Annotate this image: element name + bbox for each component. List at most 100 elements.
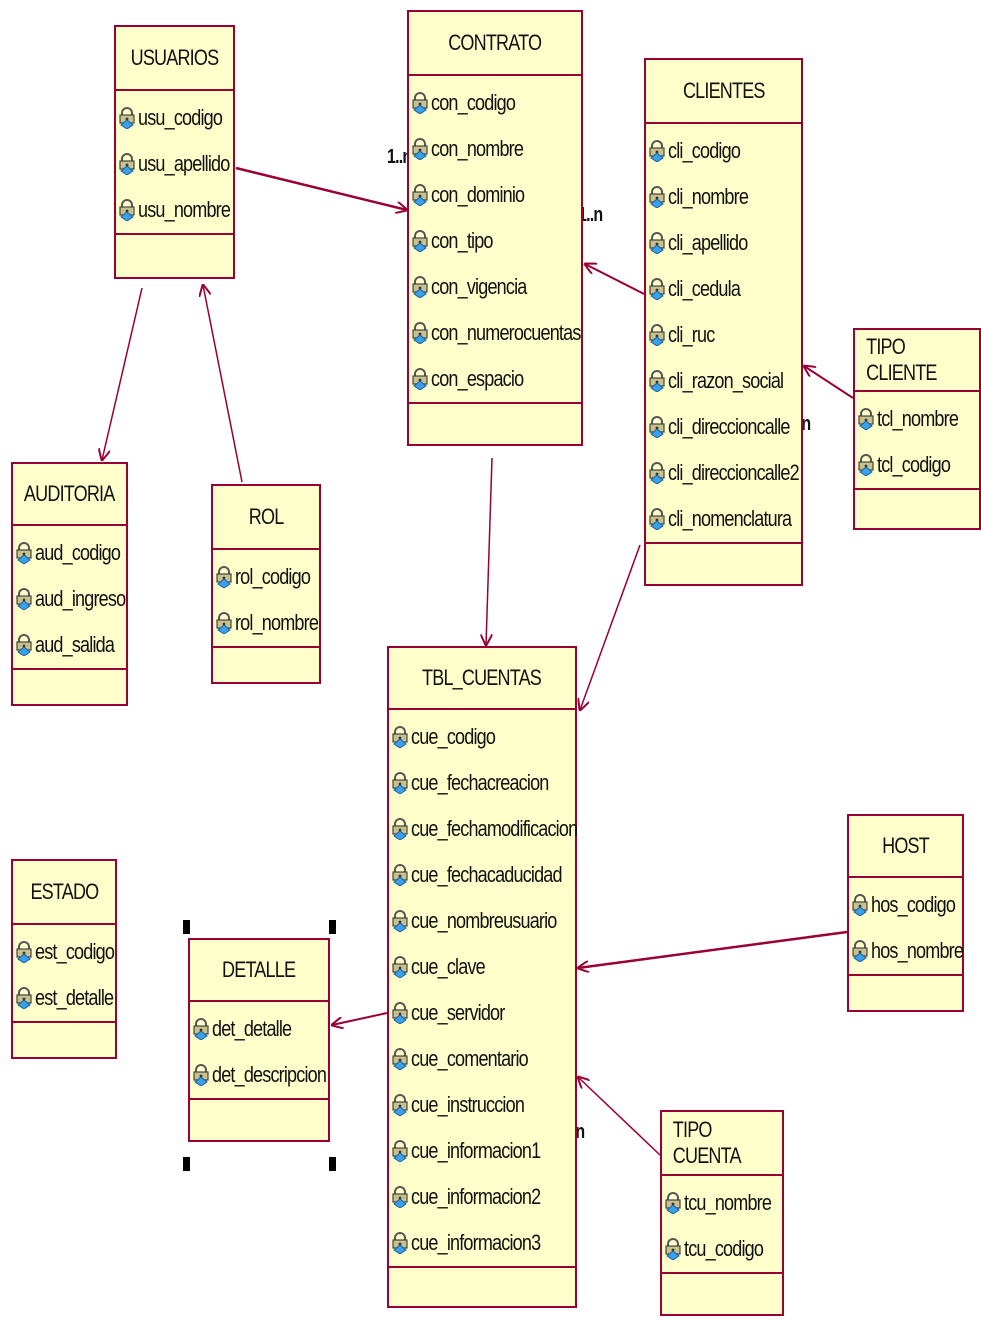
locked-attribute-icon	[391, 1140, 409, 1163]
locked-attribute-icon	[391, 1186, 409, 1209]
locked-attribute-icon	[391, 956, 409, 979]
attribute-row[interactable]: con_nombre	[409, 126, 581, 172]
attribute-row[interactable]: cue_servidor	[389, 990, 575, 1036]
attribute-row[interactable]: con_codigo	[409, 80, 581, 126]
attribute-row[interactable]: usu_apellido	[116, 141, 233, 187]
attribute-row[interactable]: aud_salida	[13, 622, 126, 668]
class-name: AUDITORIA	[24, 481, 115, 506]
attribute-row[interactable]: cli_direccioncalle2	[646, 450, 801, 496]
locked-attribute-icon	[648, 324, 666, 347]
attribute-row[interactable]: cue_informacion2	[389, 1174, 575, 1220]
locked-attribute-icon	[391, 818, 409, 841]
attribute-name: cue_fechacreacion	[411, 770, 549, 795]
attribute-row[interactable]: cue_fechamodificacion	[389, 806, 578, 852]
attribute-name: con_codigo	[431, 90, 516, 115]
selection-handle-bottom-right[interactable]	[329, 1157, 336, 1171]
locked-attribute-icon	[391, 1094, 409, 1117]
operations-compartment	[849, 976, 962, 1010]
attribute-name: aud_salida	[35, 632, 115, 657]
attribute-row[interactable]: cli_codigo	[646, 128, 801, 174]
attribute-name: cli_codigo	[668, 138, 741, 163]
assoc-clientes-contrato	[585, 264, 645, 295]
attribute-row[interactable]: hos_codigo	[849, 882, 962, 928]
locked-attribute-icon	[118, 107, 136, 130]
locked-attribute-icon	[215, 566, 233, 589]
attribute-row[interactable]: cue_informacion3	[389, 1220, 575, 1266]
attribute-row[interactable]: tcl_nombre	[855, 396, 979, 442]
attribute-row[interactable]: rol_nombre	[213, 600, 319, 646]
locked-attribute-icon	[851, 940, 869, 963]
locked-attribute-icon	[15, 941, 33, 964]
selection-handle-top-left[interactable]	[183, 920, 190, 934]
attribute-row[interactable]: con_vigencia	[409, 264, 581, 310]
attribute-row[interactable]: cue_fechacreacion	[389, 760, 575, 806]
attribute-row[interactable]: cli_ruc	[646, 312, 801, 358]
attribute-row[interactable]: cue_nombreusuario	[389, 898, 575, 944]
locked-attribute-icon	[391, 910, 409, 933]
attribute-row[interactable]: con_tipo	[409, 218, 581, 264]
selection-handle-top-right[interactable]	[329, 920, 336, 934]
class-name: ESTADO	[30, 879, 99, 904]
attribute-row[interactable]: cue_informacion1	[389, 1128, 575, 1174]
attribute-row[interactable]: tcl_codigo	[855, 442, 979, 488]
attribute-list: cue_codigo cue_fechacreacion cue_fechamodi…	[389, 710, 578, 1268]
attribute-name: cli_direccioncalle	[668, 414, 790, 439]
attribute-row[interactable]: con_espacio	[409, 356, 581, 402]
locked-attribute-icon	[391, 1048, 409, 1071]
attribute-row[interactable]: cli_apellido	[646, 220, 801, 266]
assoc-rol-usuarios	[203, 285, 243, 483]
attribute-name: cue_fechamodificacion	[411, 816, 578, 841]
attribute-row[interactable]: cli_razon_social	[646, 358, 801, 404]
locked-attribute-icon	[857, 408, 875, 431]
attribute-row[interactable]: cli_cedula	[646, 266, 801, 312]
class-rol[interactable]: ROL rol_codigo rol_nombre	[211, 484, 321, 684]
attribute-row[interactable]: est_detalle	[13, 975, 115, 1021]
attribute-row[interactable]: cli_nomenclatura	[646, 496, 801, 542]
attribute-row[interactable]: tcu_nombre	[662, 1180, 782, 1226]
selection-handle-bottom-left[interactable]	[183, 1157, 190, 1171]
attribute-row[interactable]: usu_nombre	[116, 187, 233, 233]
attribute-row[interactable]: cli_nombre	[646, 174, 801, 220]
attribute-row[interactable]: cue_instruccion	[389, 1082, 575, 1128]
locked-attribute-icon	[411, 184, 429, 207]
attribute-row[interactable]: cue_fechacaducidad	[389, 852, 575, 898]
attribute-name: cue_clave	[411, 954, 486, 979]
attribute-name: rol_codigo	[235, 564, 311, 589]
attribute-row[interactable]: cue_comentario	[389, 1036, 575, 1082]
attribute-name: rol_nombre	[235, 610, 319, 635]
attribute-row[interactable]: cue_codigo	[389, 714, 575, 760]
class-name: ROL	[248, 504, 284, 529]
attribute-row[interactable]: aud_ingreso	[13, 576, 126, 622]
attribute-row[interactable]: hos_nombre	[849, 928, 964, 974]
attribute-row[interactable]: aud_codigo	[13, 530, 126, 576]
attribute-name: tcl_nombre	[877, 406, 959, 431]
attribute-name: con_vigencia	[431, 274, 527, 299]
attribute-row[interactable]: cue_clave	[389, 944, 575, 990]
attribute-row[interactable]: tcu_codigo	[662, 1226, 782, 1272]
attribute-row[interactable]: est_codigo	[13, 929, 115, 975]
class-title: CONTRATO	[409, 12, 581, 76]
attribute-row[interactable]: usu_codigo	[116, 95, 233, 141]
assoc-usuarios-auditoria	[102, 287, 143, 460]
attribute-row[interactable]: det_detalle	[190, 1006, 328, 1052]
attribute-row[interactable]: rol_codigo	[213, 554, 319, 600]
attribute-row[interactable]: con_dominio	[409, 172, 581, 218]
locked-attribute-icon	[411, 322, 429, 345]
locked-attribute-icon	[15, 588, 33, 611]
attribute-row[interactable]: cli_direccioncalle	[646, 404, 801, 450]
attribute-row[interactable]: det_descripcion	[190, 1052, 328, 1098]
attribute-row[interactable]: con_numerocuentas	[409, 310, 581, 356]
